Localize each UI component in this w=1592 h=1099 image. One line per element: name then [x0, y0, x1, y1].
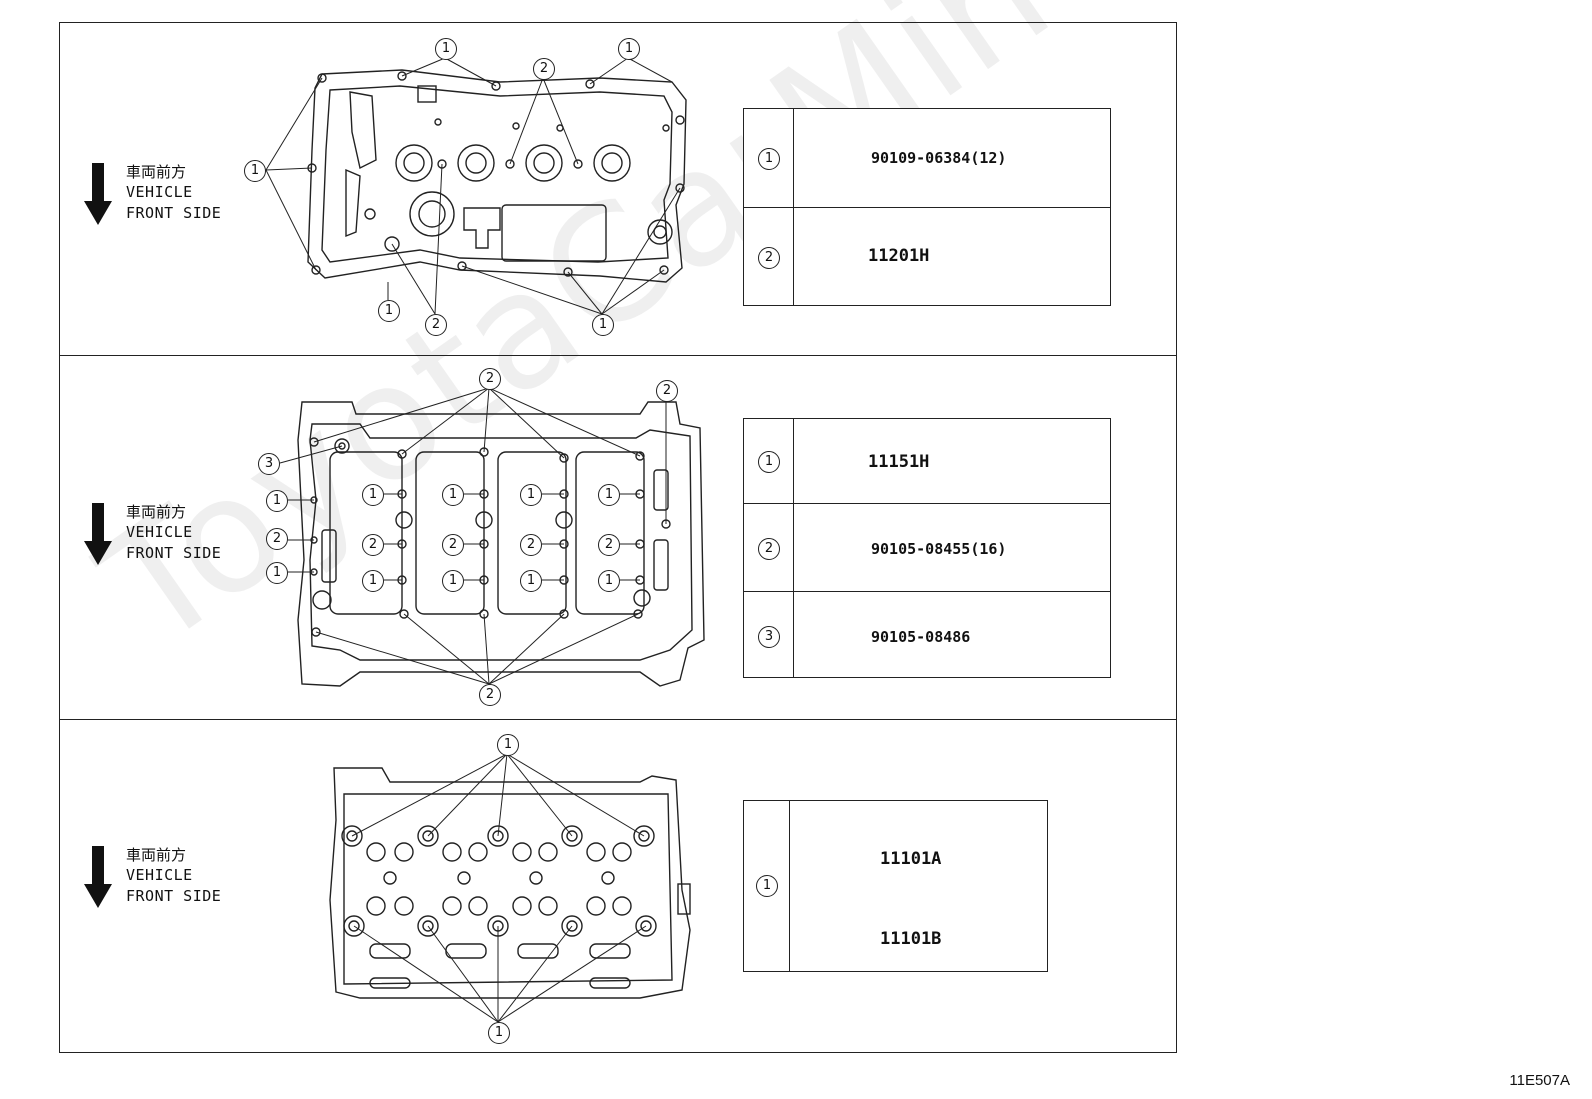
arrow-down-icon [84, 503, 112, 565]
parts-row[interactable]: 1 11101A 11101B [744, 801, 1047, 971]
vehicle-front-label: 車両前方 VEHICLE FRONT SIDE [84, 163, 254, 233]
front-label-jp: 車両前方 [126, 503, 187, 521]
callout-2: 2 [533, 58, 555, 80]
oil-pan-drawing [307, 69, 687, 283]
section-divider [59, 719, 1177, 720]
ref-callout: 2 [758, 247, 780, 269]
callout-1: 1 [266, 562, 288, 584]
parts-row[interactable]: 2 11201H [744, 207, 1110, 306]
callout-1: 1 [497, 734, 519, 756]
front-label-en2: FRONT SIDE [126, 887, 222, 905]
part-number: 90109-06384(12) [871, 149, 1007, 167]
callout-2: 2 [479, 684, 501, 706]
lower-leader-lines [351, 753, 647, 1023]
parts-row[interactable]: 3 90105-08486 [744, 591, 1110, 678]
part-number: 90105-08486 [871, 628, 971, 646]
front-label-en2: FRONT SIDE [126, 544, 222, 562]
diagram-frame [59, 22, 1177, 1053]
front-label-en2: FRONT SIDE [126, 204, 222, 222]
callout-2: 2 [442, 534, 464, 556]
front-label-en1: VEHICLE [126, 523, 193, 541]
callout-1: 1 [618, 38, 640, 60]
callout-2: 2 [266, 528, 288, 550]
ref-callout: 1 [758, 451, 780, 473]
callout-2: 2 [425, 314, 447, 336]
callout-1: 1 [598, 484, 620, 506]
part-number: 90105-08455(16) [871, 540, 1007, 558]
part-number-washer: 11101B [880, 929, 942, 949]
parts-row[interactable]: 1 11151H [744, 419, 1110, 503]
callout-3: 3 [258, 453, 280, 475]
part-number: 11201H [868, 246, 930, 266]
callout-1: 1 [520, 570, 542, 592]
callout-2: 2 [479, 368, 501, 390]
ref-callout: 1 [758, 148, 780, 170]
middle-leader-lines [279, 387, 667, 685]
callout-1: 1 [244, 160, 266, 182]
ref-callout: 3 [758, 626, 780, 648]
vehicle-front-label: 車両前方 VEHICLE FRONT SIDE [84, 846, 254, 916]
callout-1: 1 [488, 1022, 510, 1044]
callout-1: 1 [362, 484, 384, 506]
parts-table-lower: 1 11101A 11101B [743, 800, 1048, 972]
cylinder-block-drawing [297, 401, 705, 687]
callout-1: 1 [266, 490, 288, 512]
ref-column [744, 419, 794, 677]
callout-2: 2 [598, 534, 620, 556]
ref-callout: 2 [758, 538, 780, 560]
part-number: 11151H [868, 452, 930, 472]
parts-table-upper: 1 90109-06384(12) 2 11201H [743, 108, 1111, 306]
vehicle-front-label: 車両前方 VEHICLE FRONT SIDE [84, 503, 254, 573]
callout-1: 1 [592, 314, 614, 336]
arrow-down-icon [84, 163, 112, 225]
front-label-jp: 車両前方 [126, 846, 187, 864]
arrow-down-icon [84, 846, 112, 908]
callout-1: 1 [442, 570, 464, 592]
parts-row[interactable]: 2 90105-08455(16) [744, 503, 1110, 592]
callout-1: 1 [598, 570, 620, 592]
front-label-en1: VEHICLE [126, 183, 193, 201]
callout-1: 1 [520, 484, 542, 506]
parts-table-middle: 1 11151H 2 90105-08455(16) 3 90105-08486 [743, 418, 1111, 678]
callout-2: 2 [656, 380, 678, 402]
callout-2: 2 [520, 534, 542, 556]
cylinder-head-drawing [329, 767, 691, 999]
ref-column [744, 801, 790, 971]
front-label-jp: 車両前方 [126, 163, 187, 181]
section-divider [59, 355, 1177, 356]
callout-1: 1 [435, 38, 457, 60]
upper-leader-lines [265, 57, 681, 315]
ref-callout: 1 [756, 875, 778, 897]
front-label-en1: VEHICLE [126, 866, 193, 884]
part-number: 11101A [880, 849, 942, 869]
illustration-code: 11E507A [1509, 1072, 1570, 1089]
parts-row[interactable]: 1 90109-06384(12) [744, 109, 1110, 207]
callout-2: 2 [362, 534, 384, 556]
callout-1: 1 [378, 300, 400, 322]
callout-1: 1 [362, 570, 384, 592]
callout-1: 1 [442, 484, 464, 506]
